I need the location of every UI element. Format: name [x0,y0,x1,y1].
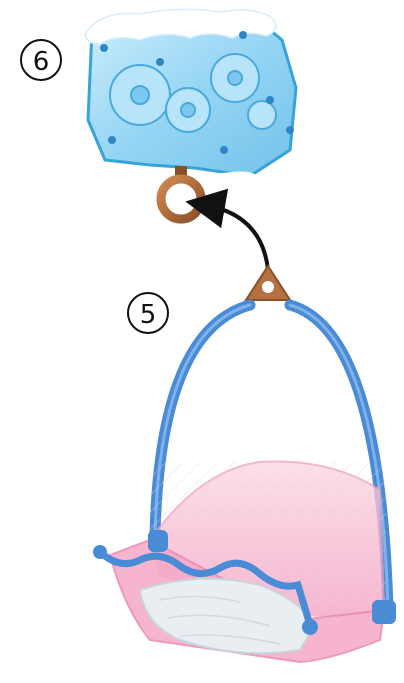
copper-ring [161,179,201,219]
step-6-number: 6 [33,47,50,77]
safety-bar-end-left [93,545,107,559]
step-5-number: 5 [140,300,157,330]
ice-block-icon [85,9,296,184]
frame-connector-left [148,530,168,552]
step-6-marker: 6 [21,40,61,80]
frame-connector-right [372,600,396,624]
curved-arrow-icon [205,205,268,270]
step-5-marker: 5 [128,293,168,333]
chair-hook-hole [262,281,274,293]
safety-bar-end-right [302,619,318,635]
